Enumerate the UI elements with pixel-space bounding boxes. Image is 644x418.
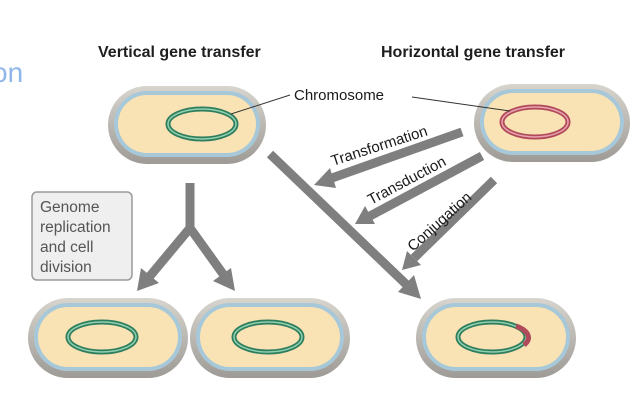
recipient-arrow: [266, 150, 421, 299]
daughter-cell-right: [190, 298, 350, 378]
transformation-arrow: [314, 127, 464, 188]
donor-parent-cell: [108, 86, 266, 164]
horizontal-donor-cell: [474, 84, 630, 162]
arrows: [137, 127, 498, 299]
inserted-dna-segment: [515, 323, 531, 347]
daughter-cell-left: [28, 298, 188, 378]
conjugation-label: Conjugation: [404, 189, 475, 255]
division-note-line: replication: [40, 219, 111, 236]
margin-scribble: on: [0, 57, 23, 88]
horizontal-transfer-heading: Horizontal gene transfer: [381, 44, 565, 61]
division-note-line: Genome: [40, 199, 99, 216]
division-split-arrow: [137, 183, 235, 291]
conjugation-arrow: [402, 176, 498, 270]
division-note-box: Genome replication and cell division: [31, 191, 133, 281]
chromosome-label: Chromosome: [294, 87, 384, 104]
division-note-line: division: [40, 259, 92, 276]
division-note-line: and cell: [40, 239, 93, 256]
recipient-cell: [416, 298, 576, 378]
chromosome-callout: Chromosome: [230, 87, 511, 115]
vertical-transfer-heading: Vertical gene transfer: [98, 44, 261, 61]
transduction-arrow: [355, 152, 485, 224]
